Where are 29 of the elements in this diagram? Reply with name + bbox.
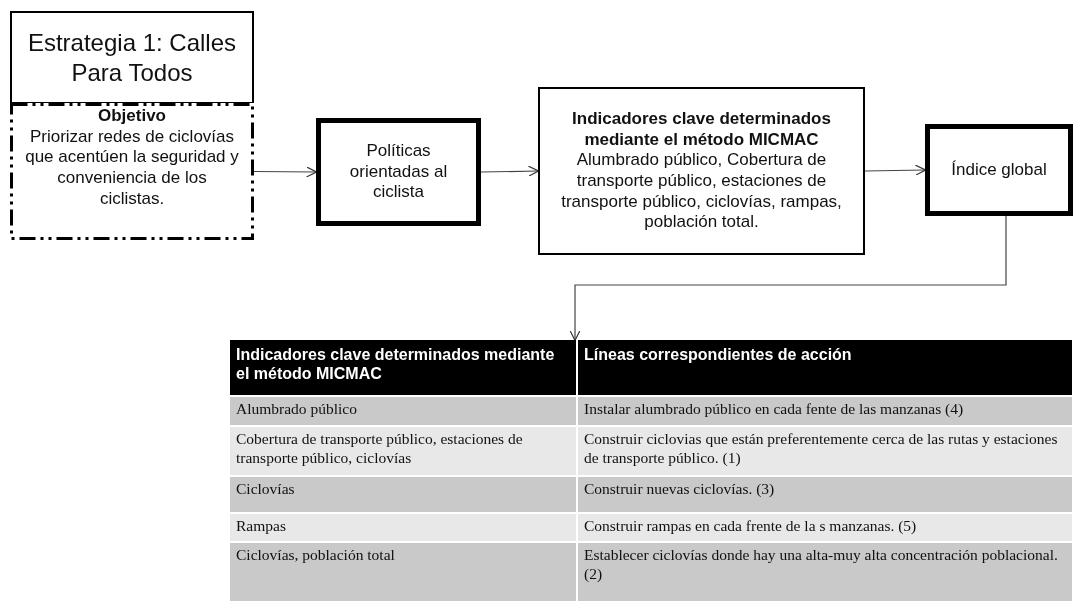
node-text: Políticas orientadas al ciclista	[348, 140, 449, 204]
table-header: Líneas correspondientes de acción	[578, 340, 1072, 395]
process-box	[316, 118, 481, 226]
data-table	[230, 340, 1072, 603]
node-text: Priorizar redes de ciclovías que acentúen la seguridad y conveniencia de los ciclistas.	[24, 126, 240, 210]
table-cell: Construir ciclovias que están preferentemente cerca de las rutas y estaciones de transporte público. (1)	[578, 427, 1072, 475]
table-cell: Ciclovías	[230, 477, 576, 512]
table-cell: Cobertura de transporte público, estaciones de transporte público, ciclovías	[230, 427, 576, 475]
process-box	[925, 124, 1073, 216]
arrow	[569, 215, 1007, 342]
node-text: Índice global	[950, 159, 1048, 181]
node-text: Estrategia 1: Calles Para Todos	[26, 28, 238, 87]
table-cell: Instalar alumbrado público en cada fente de las manzanas (4)	[578, 397, 1072, 425]
heading-text: Indicadores clave determinados mediante el método MICMAC	[571, 108, 832, 151]
strategy-title-box	[10, 11, 254, 104]
table-cell: Construir rampas en cada frente de la s manzanas. (5)	[578, 514, 1072, 541]
process-box	[538, 87, 865, 255]
arrow	[864, 164, 927, 176]
node-text: Alumbrado público, Cobertura de transporte público, estaciones de transporte público, ciclovías, rampas, población total.	[560, 150, 843, 234]
table-cell: Rampas	[230, 514, 576, 541]
heading-text: Objetivo	[97, 106, 167, 127]
table-cell: Establecer ciclovías donde hay una alta-muy alta concentración poblacional. (2)	[578, 543, 1072, 601]
table-cell: Ciclovías, población total	[230, 543, 576, 601]
table-cell: Alumbrado público	[230, 397, 576, 425]
table-header: Indicadores clave determinados mediante el método MICMAC	[230, 340, 576, 395]
table-cell: Construir nuevas ciclovías. (3)	[578, 477, 1072, 512]
arrow	[253, 166, 318, 178]
objective-box	[10, 103, 254, 240]
arrow	[480, 165, 540, 177]
